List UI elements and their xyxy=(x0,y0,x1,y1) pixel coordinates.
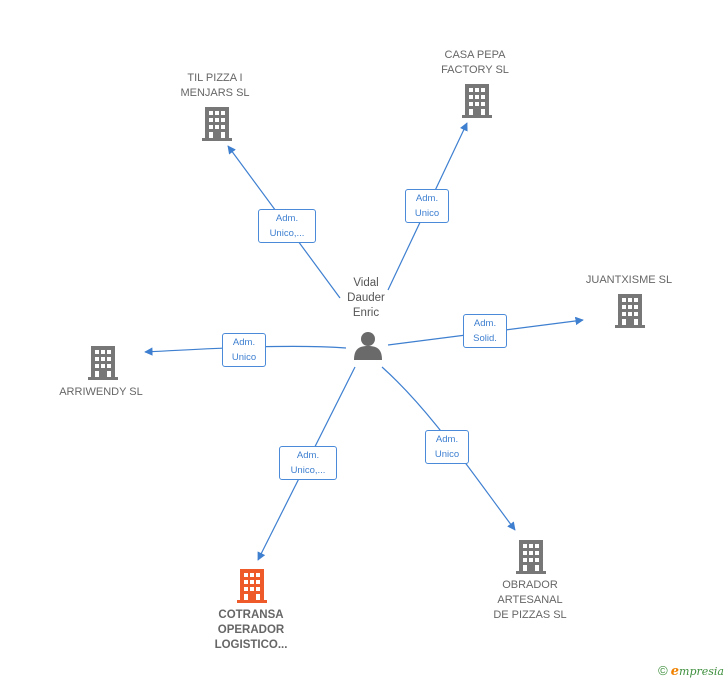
building-icon[interactable] xyxy=(88,346,118,380)
building-icon[interactable] xyxy=(516,540,546,574)
edge-role-line: Solid. xyxy=(473,333,497,344)
edge-role-line: Unico xyxy=(434,449,460,460)
company-name-line: DE PIZZAS SL xyxy=(493,609,567,621)
edge-role-line: Unico xyxy=(414,208,440,219)
edge-role-line: Adm. xyxy=(473,318,497,329)
copyright-icon: © xyxy=(658,663,668,678)
edge-role-line: Adm. xyxy=(296,450,320,461)
company-name-line: OBRADOR xyxy=(502,579,558,591)
company-name-line: COTRANSA xyxy=(218,609,284,621)
empresia-logo: ©empresia xyxy=(658,663,724,679)
person-name-line: Dauder xyxy=(347,292,385,304)
company-name-line: FACTORY SL xyxy=(441,64,509,76)
company-name-line: CASA PEPA xyxy=(444,49,506,61)
edge-role-line: Unico,... xyxy=(269,228,305,239)
edge-role-line: Adm. xyxy=(435,434,459,445)
company-name-line: ARRIWENDY SL xyxy=(59,386,143,398)
edge-role-line: Unico,... xyxy=(290,465,326,476)
building-icon[interactable] xyxy=(462,84,492,118)
company-name-line: OPERADOR xyxy=(217,624,285,636)
edge-role-obrador[interactable]: Adm. Unico xyxy=(425,430,469,464)
edge-role-arriwendy[interactable]: Adm. Unico xyxy=(222,333,266,367)
company-label-juantxisme[interactable]: JUANTXISME SL xyxy=(570,273,688,288)
edge-role-juantxisme[interactable]: Adm. Solid. xyxy=(463,314,507,348)
person-label[interactable]: Vidal Dauder Enric xyxy=(330,276,402,321)
building-icon[interactable] xyxy=(615,294,645,328)
company-name-line: ARTESANAL xyxy=(497,594,563,606)
brand-name: mpresia xyxy=(679,665,724,678)
building-icon[interactable] xyxy=(202,107,232,141)
edge-role-til-pizza[interactable]: Adm. Unico,... xyxy=(258,209,316,243)
person-name-line: Enric xyxy=(352,307,380,319)
brand-initial: e xyxy=(670,664,680,679)
company-name-line: JUANTXISME SL xyxy=(585,274,673,286)
company-label-obrador[interactable]: OBRADOR ARTESANAL DE PIZZAS SL xyxy=(470,578,590,623)
person-icon[interactable] xyxy=(354,332,382,360)
company-label-cotransa[interactable]: COTRANSA OPERADOR LOGISTICO... xyxy=(192,608,310,653)
person-name-line: Vidal xyxy=(353,277,379,289)
company-name-line: TIL PIZZA I xyxy=(187,72,243,84)
company-name-line: MENJARS SL xyxy=(180,87,250,99)
company-label-arriwendy[interactable]: ARRIWENDY SL xyxy=(42,385,160,400)
company-label-casa-pepa[interactable]: CASA PEPA FACTORY SL xyxy=(415,48,535,78)
edge-role-casa-pepa[interactable]: Adm. Unico xyxy=(405,189,449,223)
edge-role-line: Unico xyxy=(231,352,257,363)
edge-role-line: Adm. xyxy=(232,337,256,348)
edge-role-line: Adm. xyxy=(275,213,299,224)
company-label-til-pizza[interactable]: TIL PIZZA I MENJARS SL xyxy=(155,71,275,101)
edge-role-cotransa[interactable]: Adm. Unico,... xyxy=(279,446,337,480)
edge-role-line: Adm. xyxy=(415,193,439,204)
company-name-line: LOGISTICO... xyxy=(214,639,288,651)
building-icon[interactable] xyxy=(237,569,267,603)
